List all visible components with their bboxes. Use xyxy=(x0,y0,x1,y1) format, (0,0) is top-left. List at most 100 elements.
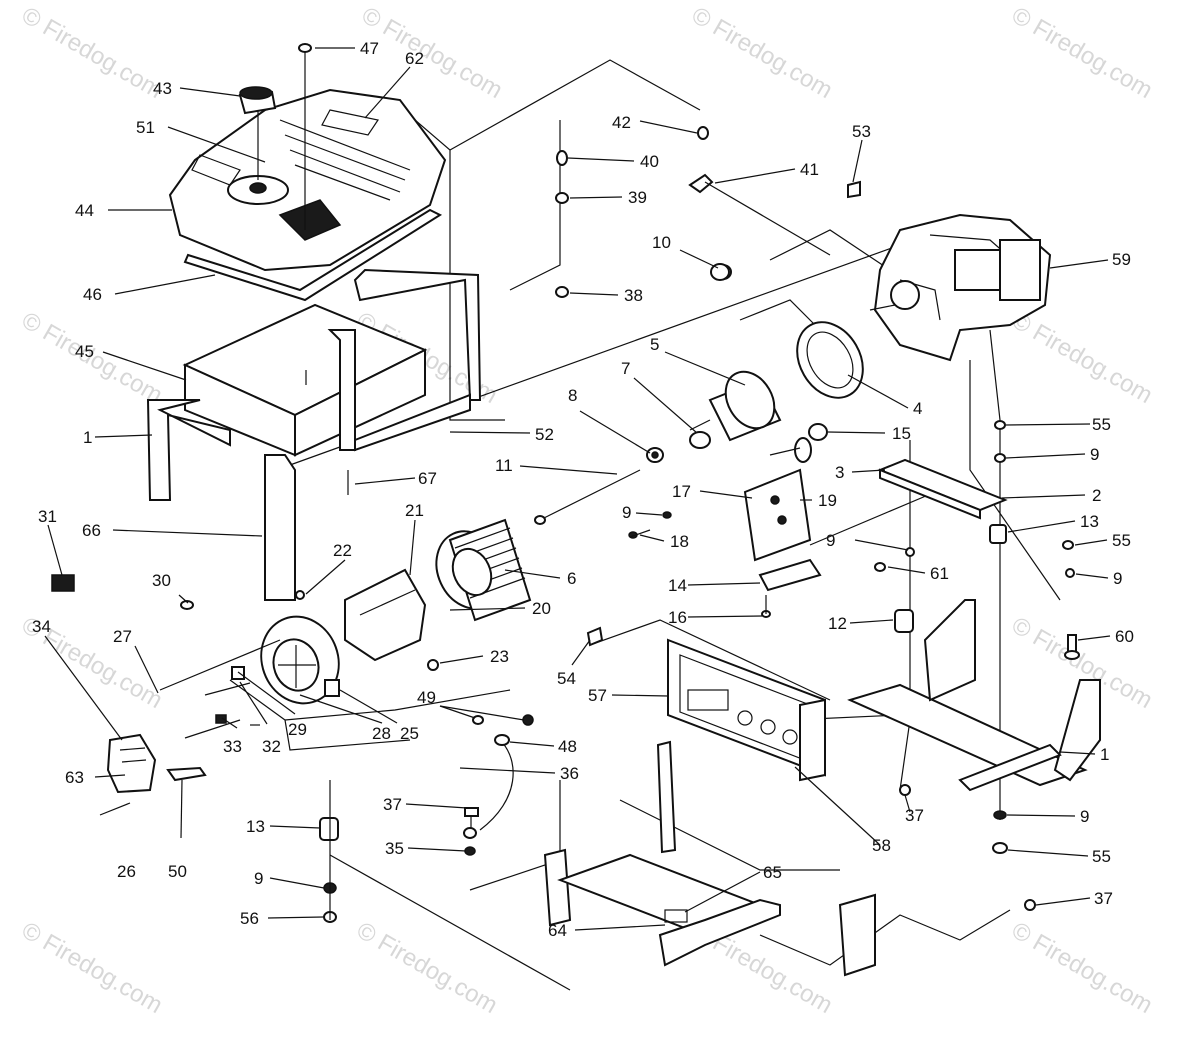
callout-6: 6 xyxy=(567,569,576,588)
callout-50: 50 xyxy=(168,862,187,881)
watermark-text: © Firedog.com xyxy=(17,917,167,1019)
callout-67: 67 xyxy=(418,469,437,488)
callout-3: 3 xyxy=(835,463,844,482)
callout-17: 17 xyxy=(672,482,691,501)
watermark-text: © Firedog.com xyxy=(1007,2,1157,104)
callout-7: 7 xyxy=(621,359,630,378)
callout-31: 31 xyxy=(38,507,57,526)
callout-36: 36 xyxy=(560,764,579,783)
callout-22: 22 xyxy=(333,541,352,560)
engine-block xyxy=(869,213,1052,362)
callout-13: 13 xyxy=(1080,512,1099,531)
callout-15: 15 xyxy=(892,424,911,443)
callout-55: 55 xyxy=(1112,531,1131,550)
stator-housing xyxy=(344,568,427,662)
callout-29: 29 xyxy=(288,720,307,739)
watermark-text: © Firedog.com xyxy=(1007,917,1157,1019)
callout-14: 14 xyxy=(668,576,687,595)
callout-46: 46 xyxy=(83,285,102,304)
base-frame-right xyxy=(847,599,1101,792)
callout-11: 11 xyxy=(495,456,513,475)
callout-59: 59 xyxy=(1112,250,1131,269)
callout-47: 47 xyxy=(360,39,379,58)
callout-18: 18 xyxy=(670,532,689,551)
mounting-rail xyxy=(758,458,1008,592)
callout-52: 52 xyxy=(535,425,554,444)
stator-adapter xyxy=(796,321,864,399)
fasteners xyxy=(250,126,1080,923)
callout-12: 12 xyxy=(828,614,847,633)
through-bolt xyxy=(534,469,641,525)
callout-26: 26 xyxy=(117,862,136,881)
fuel-tank-gasket xyxy=(183,208,443,302)
callout-37: 37 xyxy=(905,806,924,825)
callout-51: 51 xyxy=(136,118,155,137)
callout-30: 30 xyxy=(152,571,171,590)
callout-19: 19 xyxy=(818,491,837,510)
callout-64: 64 xyxy=(548,921,567,940)
callout-13: 13 xyxy=(246,817,265,836)
callout-43: 43 xyxy=(153,79,172,98)
callout-2: 2 xyxy=(1092,486,1101,505)
callout-37: 37 xyxy=(1094,889,1113,908)
watermark-layer: © Firedog.com © Firedog.com © Firedog.co… xyxy=(17,2,1157,1019)
watermark-text: © Firedog.com xyxy=(1007,307,1157,409)
callout-37: 37 xyxy=(383,795,402,814)
callout-9: 9 xyxy=(622,503,631,522)
callout-45: 45 xyxy=(75,342,94,361)
callout-66: 66 xyxy=(82,521,101,540)
rear-cover xyxy=(106,733,157,794)
callout-1: 1 xyxy=(1100,745,1109,764)
callout-54: 54 xyxy=(557,669,576,688)
callout-labels: 47 62 43 51 44 46 45 1 52 67 66 31 30 34… xyxy=(32,39,1134,940)
callout-9: 9 xyxy=(254,869,263,888)
callout-49: 49 xyxy=(417,688,436,707)
rotor xyxy=(689,370,782,442)
watermark-text: © Firedog.com xyxy=(687,2,837,104)
callout-40: 40 xyxy=(640,152,659,171)
callout-27: 27 xyxy=(113,627,132,646)
callout-60: 60 xyxy=(1115,627,1134,646)
callout-65: 65 xyxy=(763,863,782,882)
callout-28: 28 xyxy=(372,724,391,743)
callout-32: 32 xyxy=(262,737,281,756)
callout-38: 38 xyxy=(624,286,643,305)
callout-1: 1 xyxy=(83,428,92,447)
callout-48: 48 xyxy=(558,737,577,756)
stator-windings xyxy=(435,518,532,622)
callout-9: 9 xyxy=(1080,807,1089,826)
callout-39: 39 xyxy=(628,188,647,207)
callout-8: 8 xyxy=(568,386,577,405)
callout-4: 4 xyxy=(913,399,922,418)
tank-screw xyxy=(298,43,312,230)
leader-lines xyxy=(44,47,1111,931)
bearing xyxy=(646,431,711,463)
brush-holder xyxy=(51,574,281,816)
watermark-text: © Firedog.com xyxy=(357,2,507,104)
callout-23: 23 xyxy=(490,647,509,666)
base-frame-bottom xyxy=(543,740,781,967)
callout-61: 61 xyxy=(930,564,949,583)
callout-57: 57 xyxy=(588,686,607,705)
callout-58: 58 xyxy=(872,836,891,855)
callout-44: 44 xyxy=(75,201,94,220)
callout-5: 5 xyxy=(650,335,659,354)
callout-16: 16 xyxy=(668,608,687,627)
receptacle-box xyxy=(743,468,812,562)
callout-55: 55 xyxy=(1092,415,1111,434)
callout-56: 56 xyxy=(240,909,259,928)
callout-62: 62 xyxy=(405,49,424,68)
callout-55: 55 xyxy=(1092,847,1111,866)
control-panel xyxy=(667,638,826,782)
callout-53: 53 xyxy=(852,122,871,141)
callout-25: 25 xyxy=(400,724,419,743)
vibration-mount xyxy=(319,524,1007,841)
callout-41: 41 xyxy=(800,160,819,179)
frame-cradle xyxy=(146,268,482,601)
callout-10: 10 xyxy=(652,233,671,252)
callout-34: 34 xyxy=(32,617,51,636)
callout-9: 9 xyxy=(826,531,835,550)
callout-9: 9 xyxy=(1113,569,1122,588)
watermark-text: © Firedog.com xyxy=(352,917,502,1019)
